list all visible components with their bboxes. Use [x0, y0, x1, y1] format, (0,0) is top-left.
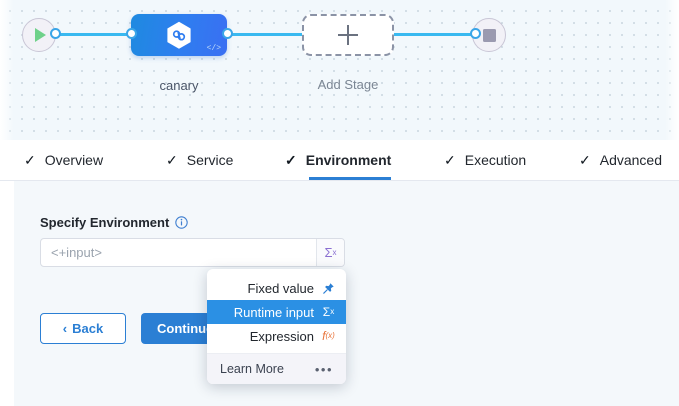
edge-addstage-to-end: [390, 33, 476, 36]
stage-label-canary: canary: [159, 78, 199, 93]
stage-node-canary[interactable]: </>: [131, 14, 227, 56]
fx-icon: f(x): [322, 329, 335, 343]
pipeline-canvas[interactable]: </> canary Add Stage: [0, 0, 679, 140]
check-icon: ✓: [166, 152, 178, 168]
pin-icon: [321, 282, 336, 295]
form-left-strip: [0, 181, 14, 406]
end-node-port[interactable]: [470, 28, 481, 39]
sigma-symbol: Σ: [324, 245, 333, 260]
tab-label: Environment: [305, 152, 392, 168]
plus-icon: [338, 25, 358, 45]
tab-label: Service: [186, 152, 234, 168]
canvas-left-fade: [0, 0, 14, 140]
add-stage-button[interactable]: [302, 14, 394, 56]
check-icon: ✓: [444, 152, 456, 168]
edge-canary-to-addstage: [222, 33, 308, 36]
stop-icon: [482, 28, 496, 42]
menu-item-expression[interactable]: Expression f(x): [207, 324, 346, 348]
code-badge-icon: </>: [206, 44, 221, 53]
sigma-superscript: x: [332, 248, 337, 257]
menu-item-label: Expression: [249, 328, 314, 344]
stage-tab-bar: ✓ Overview ✓ Service ✓ Environment ✓ Exe…: [0, 140, 679, 181]
tab-overview[interactable]: ✓ Overview: [24, 140, 103, 180]
environment-input[interactable]: <+input>: [51, 245, 102, 260]
menu-item-label: Fixed value: [247, 280, 314, 296]
edge-start-to-canary: [50, 33, 138, 36]
canary-output-port[interactable]: [222, 28, 233, 39]
info-icon[interactable]: [175, 216, 189, 229]
tab-label: Execution: [464, 152, 527, 168]
check-icon: ✓: [285, 152, 297, 168]
tab-label: Advanced: [599, 152, 663, 168]
check-icon: ✓: [579, 152, 591, 168]
tab-label: Overview: [44, 152, 104, 168]
check-icon: ✓: [24, 152, 36, 168]
harness-cd-hexagon-icon: [167, 21, 191, 49]
menu-item-label: Runtime input: [233, 304, 314, 320]
more-options-icon[interactable]: •••: [314, 361, 333, 377]
field-label-text: Specify Environment: [40, 215, 170, 230]
chevron-left-icon: ‹: [62, 321, 68, 336]
play-icon: [35, 28, 46, 42]
tab-environment[interactable]: ✓ Environment: [285, 140, 392, 180]
learn-more-row[interactable]: Learn More •••: [207, 353, 346, 384]
tab-service[interactable]: ✓ Service: [166, 140, 233, 180]
canary-input-port[interactable]: [126, 28, 137, 39]
back-button-label: Back: [72, 321, 104, 336]
learn-more-label: Learn More: [220, 362, 284, 376]
menu-item-fixed-value[interactable]: Fixed value: [207, 276, 346, 300]
start-node-port[interactable]: [50, 28, 61, 39]
tab-execution[interactable]: ✓ Execution: [444, 140, 526, 180]
tab-advanced[interactable]: ✓ Advanced: [579, 140, 662, 180]
specify-environment-label: Specify Environment: [40, 215, 189, 230]
canvas-right-fade: [665, 0, 679, 140]
add-stage-label: Add Stage: [317, 77, 379, 92]
back-button[interactable]: ‹ Back: [40, 313, 126, 344]
